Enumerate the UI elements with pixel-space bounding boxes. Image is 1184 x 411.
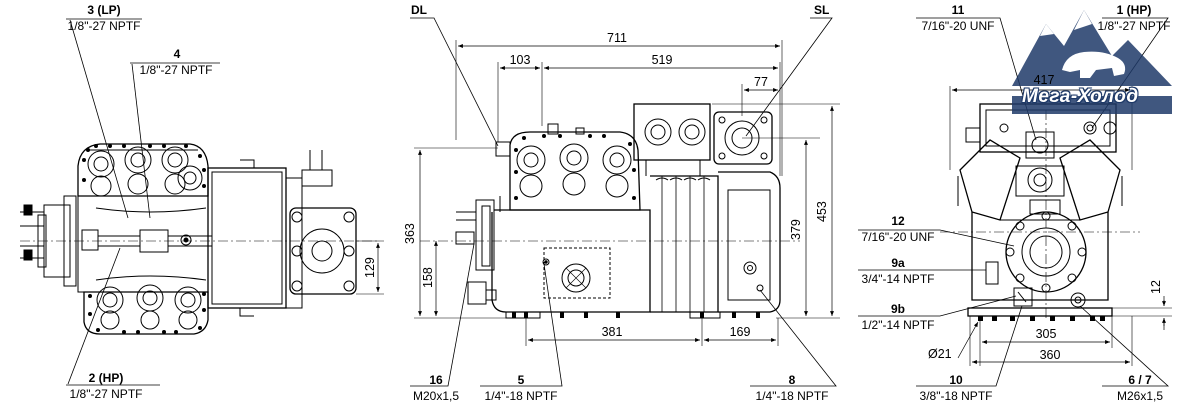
callout-9b-number: 9b [890,302,906,316]
callout-12-number: 12 [891,214,905,228]
callout-11-spec: 7/16"-20 UNF [921,19,995,33]
label-sl: SL [814,3,830,17]
label-dl: DL [411,3,427,17]
left-view-drawing [20,18,384,386]
callout-10-number: 10 [949,373,963,387]
dim-305: 305 [1035,327,1057,341]
callout-9a-spec: 3/4"-14 NPTF [861,272,935,286]
callout-9b-spec: 1/2"-14 NPTF [861,318,935,332]
callout-3-number: 3 (LP) [87,3,121,17]
callout-16-spec: M20x1,5 [412,389,460,403]
callout-5-number: 5 [517,373,525,387]
callout-16-number: 16 [429,373,443,387]
callout-6-7-spec: M26x1,5 [1116,389,1164,403]
callout-2-number: 2 (HP) [88,371,124,385]
callout-10-spec: 3/8"-18 NPTF [919,389,993,403]
dim-519: 519 [651,53,673,67]
dim-169: 169 [729,325,751,339]
dim-379: 379 [789,219,803,240]
right-view-drawing [858,17,1172,387]
callout-11-number: 11 [951,3,965,17]
middle-view-drawing [410,17,840,387]
dim-129: 129 [363,257,377,278]
dim-453: 453 [815,201,829,222]
callout-2-spec: 1/8"-27 NPTF [69,387,143,401]
callout-5-spec: 1/4"-18 NPTF [484,389,558,403]
callout-8-number: 8 [788,373,796,387]
bear-mountain-icon [1012,10,1172,114]
dim-103: 103 [509,53,531,67]
dim-77: 77 [754,75,768,89]
dim-417: 417 [1033,73,1055,87]
dim-711: 711 [607,31,627,45]
dim-381: 381 [601,325,623,339]
callout-1-number: 1 (HP) [1116,3,1152,17]
watermark-text: Мега-Холод [1022,86,1139,107]
dim-diameter-21: Ø21 [928,347,952,361]
dim-363: 363 [403,223,417,244]
callout-12-spec: 7/16"-20 UNF [861,230,935,244]
callout-6-7-number: 6 / 7 [1128,373,1152,387]
dim-360: 360 [1039,348,1061,362]
callout-1-spec: 1/8"-27 NPTF [1097,19,1171,33]
callout-8-spec: 1/4"-18 NPTF [755,389,829,403]
dim-158: 158 [421,267,435,288]
callout-4-number: 4 [173,47,181,61]
dim-12: 12 [1149,280,1163,294]
callout-4-spec: 1/8"-27 NPTF [139,63,213,77]
callout-3-spec: 1/8"-27 NPTF [67,19,141,33]
callout-9a-number: 9a [891,256,905,270]
